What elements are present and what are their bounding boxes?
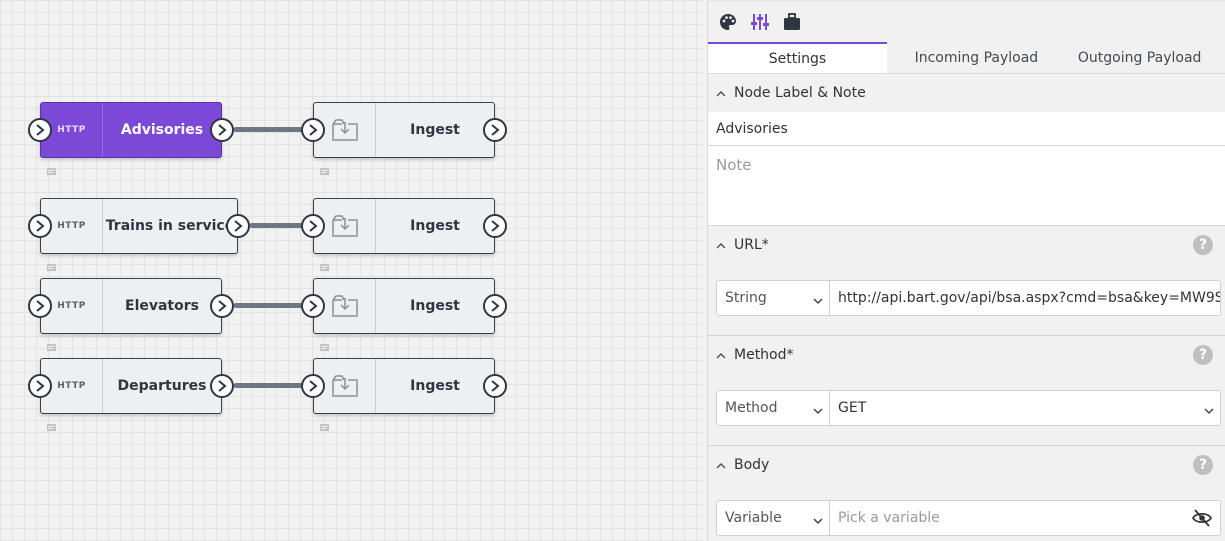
output-port[interactable] — [226, 214, 250, 238]
input-port[interactable] — [301, 214, 325, 238]
ingest-icon — [314, 359, 376, 413]
panel-tabs: Settings Incoming Payload Outgoing Paylo… — [708, 42, 1225, 74]
node-label: Elevators — [125, 298, 199, 314]
input-port[interactable] — [301, 374, 325, 398]
note-textarea[interactable]: Note — [708, 146, 1225, 226]
url-input[interactable]: http://api.bart.gov/api/bsa.aspx?cmd=bsa… — [830, 280, 1221, 316]
chevron-down-icon — [813, 293, 823, 309]
method-field-row: Method GET — [708, 374, 1225, 446]
section-title: Node Label & Note — [734, 85, 866, 101]
output-port[interactable] — [210, 374, 234, 398]
sliders-icon[interactable] — [750, 12, 770, 32]
input-port[interactable] — [28, 214, 52, 238]
url-type-select[interactable]: String — [716, 280, 830, 316]
chevron-down-icon — [813, 513, 823, 529]
chevron-up-icon — [716, 462, 734, 469]
help-icon[interactable]: ? — [1193, 345, 1213, 365]
node-label: Trains in service — [105, 218, 235, 234]
select-value: Variable — [725, 510, 782, 526]
palette-icon[interactable] — [718, 12, 738, 32]
note-icon[interactable] — [320, 264, 329, 271]
note-icon[interactable] — [320, 344, 329, 351]
panel-toolbar — [708, 0, 1225, 42]
output-port[interactable] — [483, 118, 507, 142]
ingest-node[interactable]: Ingest — [301, 102, 507, 158]
note-icon[interactable] — [47, 264, 56, 271]
select-value: GET — [838, 400, 867, 416]
input-port[interactable] — [28, 118, 52, 142]
section-method[interactable]: Method* ? — [708, 336, 1225, 374]
note-icon[interactable] — [320, 424, 329, 431]
url-field-row: String http://api.bart.gov/api/bsa.aspx?… — [708, 264, 1225, 336]
output-port[interactable] — [483, 294, 507, 318]
section-url[interactable]: URL* ? — [708, 226, 1225, 264]
workflow-canvas[interactable]: HTTP Advisories Ingest HTTP Trains in se… — [0, 0, 704, 541]
body-type-select[interactable]: Variable — [716, 500, 830, 536]
tab-incoming-payload[interactable]: Incoming Payload — [914, 50, 1039, 66]
node-label: Ingest — [410, 218, 460, 234]
output-port[interactable] — [210, 294, 234, 318]
chevron-up-icon — [716, 352, 734, 359]
input-port[interactable] — [28, 294, 52, 318]
select-value: String — [725, 290, 767, 306]
ingest-icon — [314, 199, 376, 253]
body-field-row: Variable Pick a variable — [708, 484, 1225, 541]
output-port[interactable] — [210, 118, 234, 142]
node-label: Ingest — [410, 298, 460, 314]
briefcase-icon[interactable] — [782, 12, 802, 32]
connection-wire — [234, 303, 302, 308]
input-port[interactable] — [301, 118, 325, 142]
note-icon[interactable] — [47, 168, 56, 175]
ingest-icon — [314, 279, 376, 333]
node-settings-panel: Settings Incoming Payload Outgoing Paylo… — [707, 0, 1225, 541]
variable-picker[interactable]: Pick a variable — [830, 500, 1221, 536]
chevron-up-icon — [716, 90, 734, 97]
chevron-up-icon — [716, 242, 734, 249]
chevron-down-icon — [1204, 403, 1214, 419]
ingest-node[interactable]: Ingest — [301, 278, 507, 334]
note-icon[interactable] — [47, 424, 56, 431]
http-node-departures[interactable]: HTTP Departures — [28, 358, 234, 414]
ingest-icon — [314, 103, 376, 157]
section-title: Body — [734, 457, 770, 473]
node-label: Advisories — [120, 122, 204, 138]
section-title: Method* — [734, 347, 794, 363]
chevron-down-icon — [813, 403, 823, 419]
variable-placeholder: Pick a variable — [838, 510, 940, 526]
http-node-elevators[interactable]: HTTP Elevators — [28, 278, 234, 334]
http-badge: HTTP — [41, 199, 103, 253]
connection-wire — [234, 383, 302, 388]
section-title: URL* — [734, 237, 769, 253]
node-label: Ingest — [410, 378, 460, 394]
node-label-input[interactable]: Advisories — [708, 112, 1225, 146]
connection-wire — [234, 127, 302, 132]
note-icon[interactable] — [47, 344, 56, 351]
help-icon[interactable]: ? — [1193, 455, 1213, 475]
node-label: Ingest — [410, 122, 460, 138]
output-port[interactable] — [483, 374, 507, 398]
connection-wire — [250, 223, 302, 228]
input-port[interactable] — [28, 374, 52, 398]
ingest-node[interactable]: Ingest — [301, 358, 507, 414]
section-node-label[interactable]: Node Label & Note — [708, 74, 1225, 112]
help-icon[interactable]: ? — [1193, 235, 1213, 255]
http-node-advisories[interactable]: HTTP Advisories — [28, 102, 234, 158]
tab-settings[interactable]: Settings — [708, 42, 887, 73]
http-badge: HTTP — [41, 359, 103, 413]
output-port[interactable] — [483, 214, 507, 238]
http-badge: HTTP — [41, 103, 103, 157]
tab-outgoing-payload[interactable]: Outgoing Payload — [1077, 50, 1202, 66]
select-value: Method — [725, 400, 778, 416]
http-node-trains-in-service[interactable]: HTTP Trains in service — [28, 198, 250, 254]
input-port[interactable] — [301, 294, 325, 318]
ingest-node[interactable]: Ingest — [301, 198, 507, 254]
node-label: Departures — [117, 378, 207, 394]
method-select[interactable]: GET — [830, 390, 1221, 426]
eye-off-icon[interactable] — [1191, 509, 1213, 531]
http-badge: HTTP — [41, 279, 103, 333]
note-icon[interactable] — [320, 168, 329, 175]
section-body[interactable]: Body ? — [708, 446, 1225, 484]
method-type-select[interactable]: Method — [716, 390, 830, 426]
